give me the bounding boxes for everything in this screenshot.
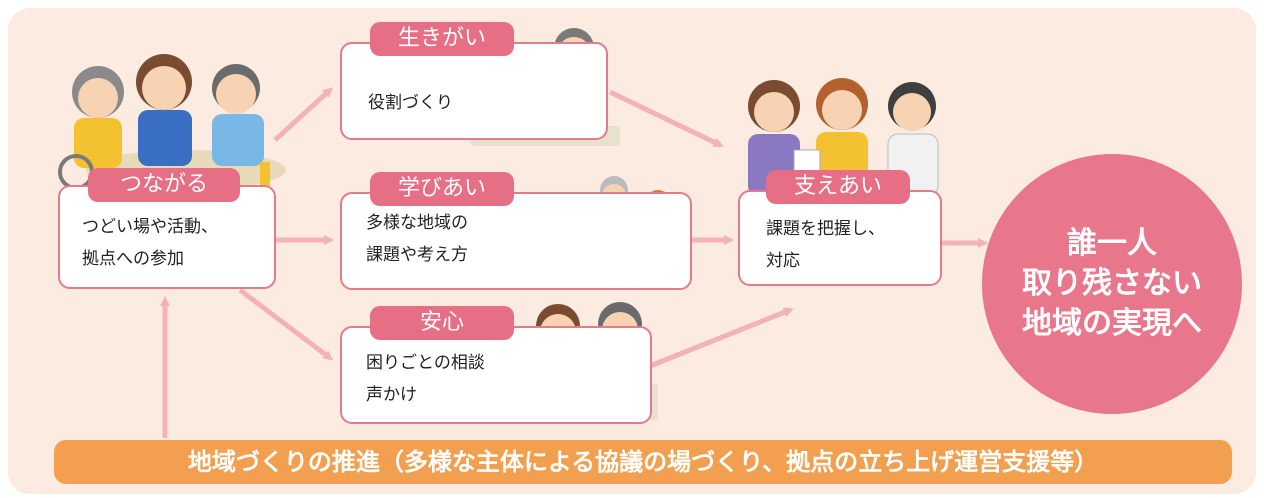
goal-circle: 誰一人 取り残さない 地域の実現へ bbox=[982, 154, 1242, 414]
goal-line-3: 地域の実現へ bbox=[1022, 306, 1202, 341]
arrow-ikigai-sasaeai bbox=[608, 89, 724, 148]
anshin-line-2: 声かけ bbox=[366, 385, 417, 405]
tsunagaru-line-1: つどい場や活動、 bbox=[82, 217, 218, 237]
sasaeai-line-1: 課題を把握し、 bbox=[766, 219, 885, 239]
support-illustration bbox=[748, 78, 939, 197]
manabiai-line-1: 多様な地域の bbox=[366, 213, 468, 233]
goal-line-1: 誰一人 bbox=[1067, 226, 1157, 261]
tsunagaru-line-2: 拠点への参加 bbox=[82, 249, 184, 269]
ikigai-title: 生きがい bbox=[370, 22, 514, 56]
sasaeai-title: 支えあい bbox=[766, 170, 910, 204]
arrow-tsunagaru-ikigai bbox=[273, 87, 333, 142]
sasaeai-box bbox=[738, 190, 942, 286]
tsunagaru-box bbox=[58, 185, 276, 289]
manabiai-box bbox=[340, 192, 692, 290]
manabiai-line-2: 課題や考え方 bbox=[366, 245, 468, 265]
arrow-anshin-sasaeai bbox=[639, 307, 794, 373]
promotion-bar: 地域づくりの推進（多様な主体による協議の場づくり、拠点の立ち上げ運営支援等） bbox=[54, 440, 1232, 484]
tsunagaru-title: つながる bbox=[88, 168, 240, 202]
sasaeai-line-2: 対応 bbox=[766, 251, 800, 271]
ikigai-line-1: 役割づくり bbox=[368, 93, 453, 113]
anshin-title: 安心 bbox=[370, 306, 514, 340]
anshin-line-1: 困りごとの相談 bbox=[366, 353, 485, 373]
goal-line-2: 取り残さない bbox=[1022, 266, 1202, 301]
arrow-tsunagaru-anshin bbox=[238, 288, 334, 361]
manabiai-title: 学びあい bbox=[370, 172, 514, 206]
